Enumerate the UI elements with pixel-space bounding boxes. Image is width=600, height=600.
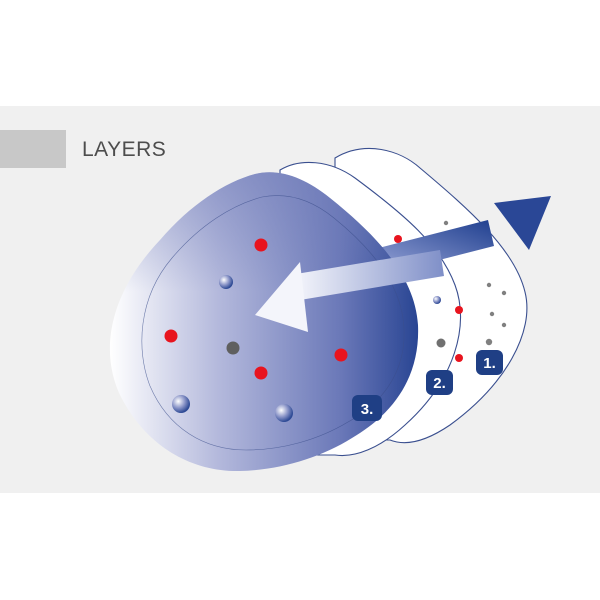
particle-sphere bbox=[172, 395, 190, 413]
particle-gray bbox=[489, 311, 495, 317]
particle-red bbox=[164, 329, 178, 343]
layer-3: 3. bbox=[109, 172, 419, 472]
particle-gray bbox=[501, 322, 507, 328]
layer-1-badge: 1. bbox=[476, 350, 503, 375]
particle-gray bbox=[226, 341, 240, 355]
layer-1-label: 1. bbox=[483, 355, 496, 372]
particle-sphere bbox=[219, 275, 233, 289]
particle-red bbox=[455, 354, 463, 362]
particle-gray bbox=[486, 282, 492, 288]
particle-gray bbox=[485, 338, 493, 346]
incoming-arrow bbox=[255, 250, 444, 332]
title-accent-bar bbox=[0, 130, 66, 168]
layer-2-badge: 2. bbox=[426, 370, 453, 395]
particle-sphere bbox=[275, 404, 293, 422]
particle-red bbox=[254, 366, 268, 380]
particle-red bbox=[334, 348, 348, 362]
incoming-arrow-shaft bbox=[296, 250, 444, 300]
layer-3-top-shade bbox=[109, 172, 419, 472]
particle-gray bbox=[436, 338, 446, 348]
particle-red bbox=[394, 235, 402, 243]
particle-sphere bbox=[433, 296, 441, 304]
particle-red bbox=[455, 306, 463, 314]
incoming-arrow-head bbox=[255, 262, 308, 332]
layer-3-inner-outline bbox=[141, 195, 405, 451]
layer-3-label: 3. bbox=[361, 401, 374, 418]
outgoing-arrow-head bbox=[494, 196, 551, 250]
layer-3-badge: 3. bbox=[352, 395, 382, 421]
particle-gray bbox=[501, 290, 507, 296]
layer-2-label: 2. bbox=[433, 375, 446, 392]
particle-red bbox=[254, 238, 268, 252]
page-title: LAYERS bbox=[82, 138, 167, 161]
particle-gray bbox=[443, 220, 449, 226]
